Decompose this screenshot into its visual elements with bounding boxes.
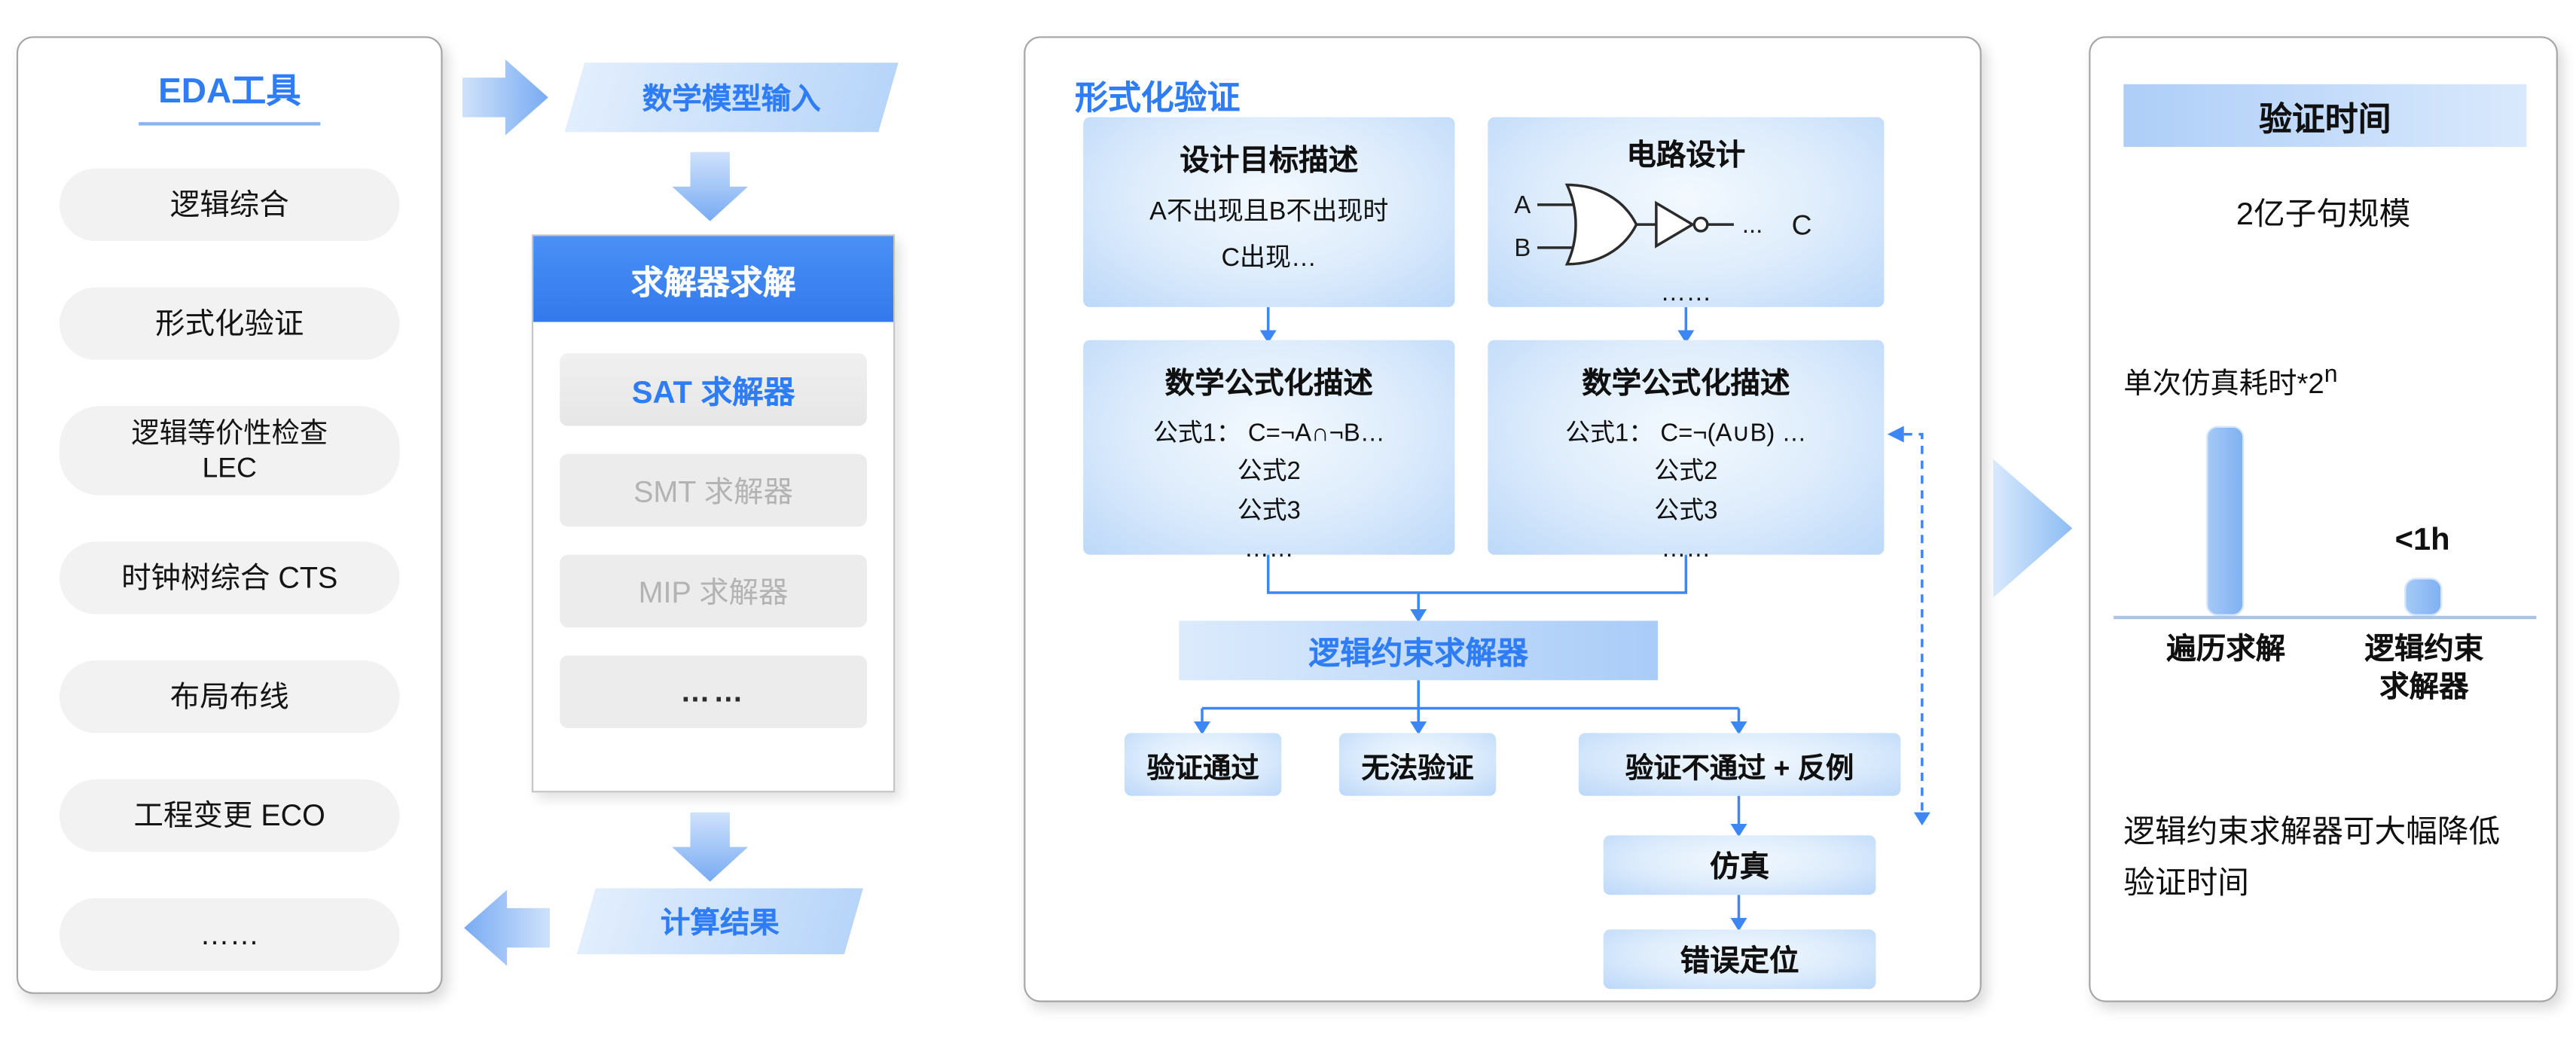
math-model-input-shape: 数学模型输入 xyxy=(564,63,899,133)
design-goal-title: 设计目标描述 xyxy=(1180,143,1359,177)
tall-bar xyxy=(2205,425,2245,616)
compute-result-shape: 计算结果 xyxy=(576,888,863,955)
simulation-box: 仿真 xyxy=(1603,835,1876,895)
formula-right-line2: 公式2 xyxy=(1654,457,1718,486)
formula-box-right: 数学公式化描述 公式1： C=¬(A∪B) … 公式2 公式3 …… xyxy=(1488,340,1885,563)
verification-time-panel: 验证时间 2亿子句规模 单次仿真耗时*2n <1h 遍历求解 逻辑约束 求解器 … xyxy=(2089,36,2558,1002)
or-gate-icon xyxy=(1564,183,1638,266)
formula-right-line1: 公式1： C=¬(A∪B) … xyxy=(1565,419,1807,448)
solver-item-smt: SMT 求解器 xyxy=(560,453,867,527)
math-model-input-label: 数学模型输入 xyxy=(642,82,821,116)
eda-item-cts: 时钟树综合 CTS xyxy=(59,541,400,615)
formula-left-line1: 公式1： C=¬A∩¬B… xyxy=(1152,419,1385,448)
short-bar xyxy=(2404,578,2443,616)
short-bar-value-label: <1h xyxy=(2394,523,2450,558)
error-location-box: 错误定位 xyxy=(1603,929,1876,990)
circuit-design-title: 电路设计 xyxy=(1626,139,1746,172)
circuit-design-box: 电路设计 A B ... C …… xyxy=(1488,117,1885,307)
formula-left-line2: 公式2 xyxy=(1237,457,1301,486)
formula-left-title: 数学公式化描述 xyxy=(1164,366,1373,400)
design-goal-line2: C出现… xyxy=(1221,244,1317,273)
sim-time-label: 单次仿真耗时*2n xyxy=(2123,361,2337,403)
circuit-output-c: C xyxy=(1792,209,1812,240)
logic-constraint-solver-bar: 逻辑约束求解器 xyxy=(1179,621,1659,681)
eda-item-ellipsis: …… xyxy=(59,898,400,971)
eda-tools-panel: EDA工具 逻辑综合 形式化验证 逻辑等价性检查 LEC 时钟树综合 CTS 布… xyxy=(16,36,443,994)
formula-right-title: 数学公式化描述 xyxy=(1582,366,1790,400)
circuit-dots: ... xyxy=(1742,210,1763,238)
circuit-footer-ellipsis: …… xyxy=(1660,279,1712,307)
formula-right-ellipsis: …… xyxy=(1661,534,1711,563)
outcome-pass-box: 验证通过 xyxy=(1124,733,1282,796)
formal-verification-title: 形式化验证 xyxy=(1075,81,1241,117)
formula-box-left: 数学公式化描述 公式1： C=¬A∩¬B… 公式2 公式3 …… xyxy=(1083,340,1455,563)
formula-left-ellipsis: …… xyxy=(1244,534,1294,563)
eda-tools-title: EDA工具 xyxy=(138,64,321,126)
logic-circuit-icon: A B ... C xyxy=(1514,183,1812,266)
solver-box: 求解器求解 SAT 求解器 SMT 求解器 MIP 求解器 …… xyxy=(531,234,896,793)
outcome-fail-box: 验证不通过 + 反例 xyxy=(1578,733,1901,796)
formal-verification-panel: 形式化验证 设计目标描述 A不出现且B不出现时 C出现… 电路设计 xyxy=(1024,36,1982,1002)
eda-item-place-route: 布局布线 xyxy=(59,660,400,734)
solver-item-mip: MIP 求解器 xyxy=(560,554,867,628)
design-goal-box: 设计目标描述 A不出现且B不出现时 C出现… xyxy=(1083,117,1455,307)
inverter-bubble-icon xyxy=(1692,216,1709,233)
eda-item-formal-verification: 形式化验证 xyxy=(59,287,400,360)
x-label-constraint-solver: 逻辑约束 求解器 xyxy=(2364,632,2484,703)
formula-right-line3: 公式3 xyxy=(1654,496,1718,525)
compute-result-label: 计算结果 xyxy=(660,906,780,940)
eda-item-lec: 逻辑等价性检查 LEC xyxy=(59,406,400,496)
solver-item-ellipsis: …… xyxy=(560,655,867,728)
clause-scale-label: 2亿子句规模 xyxy=(2236,198,2411,233)
not-gate-icon xyxy=(1655,200,1695,249)
verification-time-title: 验证时间 xyxy=(2123,84,2527,148)
solver-item-sat: SAT 求解器 xyxy=(560,353,867,426)
eda-item-logic-synthesis: 逻辑综合 xyxy=(59,168,400,242)
circuit-input-a: A xyxy=(1514,191,1531,218)
solver-box-title: 求解器求解 xyxy=(533,236,894,322)
sim-time-label-text: 单次仿真耗时*2 xyxy=(2123,366,2324,400)
outcome-unknown-box: 无法验证 xyxy=(1338,733,1497,796)
eda-item-eco: 工程变更 ECO xyxy=(59,779,400,852)
flow-arrow-down2-icon xyxy=(672,812,749,882)
flow-arrow-right-icon xyxy=(462,59,548,136)
conclusion-text: 逻辑约束求解器可大幅降低 验证时间 xyxy=(2123,815,2501,902)
big-arrow-right-icon xyxy=(1993,459,2073,598)
chart-axis-line xyxy=(2114,615,2537,620)
x-label-exhaustive: 遍历求解 xyxy=(2166,632,2286,666)
formula-left-line3: 公式3 xyxy=(1237,496,1301,525)
circuit-input-b: B xyxy=(1514,233,1531,261)
sim-time-label-exponent: n xyxy=(2324,361,2338,389)
design-goal-line1: A不出现且B不出现时 xyxy=(1149,198,1389,227)
solver-list: SAT 求解器 SMT 求解器 MIP 求解器 …… xyxy=(533,322,893,759)
flow-arrow-down-icon xyxy=(672,151,749,221)
flow-arrow-left-icon xyxy=(464,889,551,966)
